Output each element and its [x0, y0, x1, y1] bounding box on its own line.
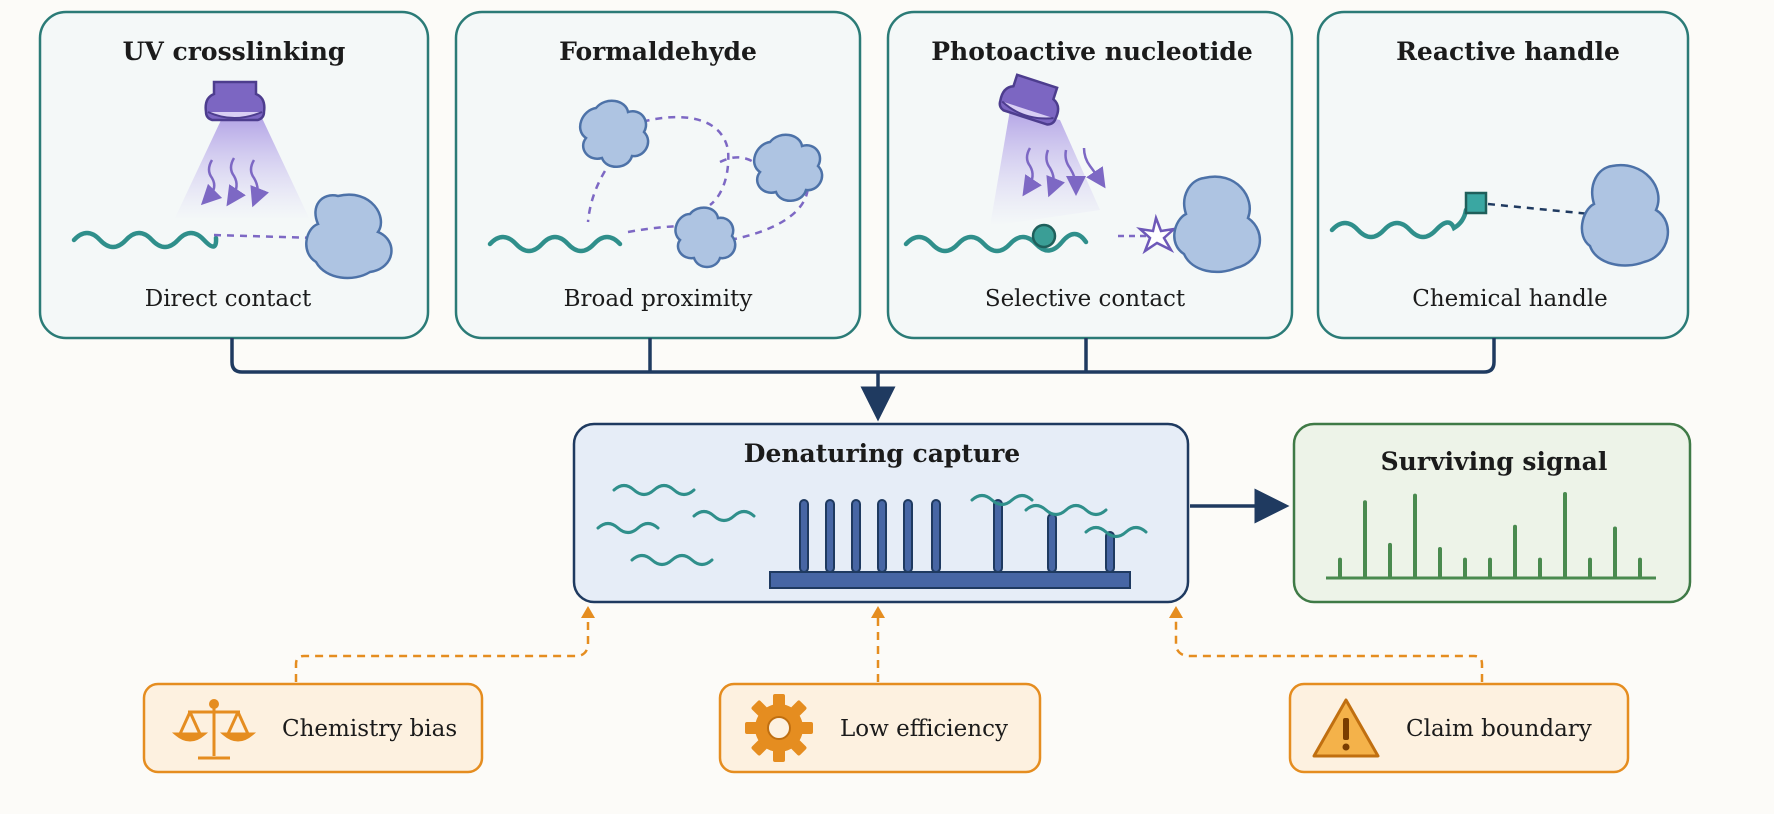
method-title: Reactive handle: [1396, 37, 1620, 66]
capture-bead-array: [769, 499, 1131, 589]
protein-network-icon: [578, 99, 824, 269]
caveat-arrows: [294, 616, 1484, 682]
method-photoactive-nucleotide: Photoactive nucleotide Selective contact: [886, 10, 1294, 340]
method-subtitle: Broad proximity: [564, 286, 753, 312]
rna-strand: [903, 231, 1089, 254]
method-subtitle: Selective contact: [985, 286, 1186, 312]
surviving-signal-box: Surviving signal: [1292, 422, 1692, 604]
method-subtitle: Direct contact: [145, 286, 312, 312]
nucleotide-dot: [1031, 223, 1057, 249]
caveat-label: Low efficiency: [840, 716, 1008, 742]
denaturing-capture-box: Denaturing capture: [572, 422, 1190, 604]
rna-strand: [487, 234, 623, 254]
method-reactive-handle: Reactive handle Chemical handle: [1316, 10, 1690, 340]
caveat-claim-boundary: Claim boundary: [1288, 682, 1630, 774]
caveat-chemistry-bias: Chemistry bias: [142, 682, 484, 774]
caveat-arrowheads: [581, 606, 1183, 618]
chemical-handle-icon: [1464, 191, 1488, 215]
rna-strand: [1329, 207, 1469, 240]
capture-title: Denaturing capture: [744, 439, 1020, 468]
caveat-label: Claim boundary: [1406, 716, 1592, 742]
method-subtitle: Chemical handle: [1412, 286, 1607, 312]
signal-title: Surviving signal: [1381, 447, 1608, 476]
protein-blob: [305, 193, 393, 280]
uv-lamp-icon: [990, 73, 1106, 226]
method-title: UV crosslinking: [123, 37, 346, 66]
method-title: Photoactive nucleotide: [931, 37, 1253, 66]
merge-connector: [230, 338, 1496, 422]
captured-rna-strands: [970, 494, 1148, 538]
protein-blob: [1580, 163, 1670, 267]
method-formaldehyde: Formaldehyde Broad proximity: [454, 10, 862, 340]
uv-lamp-icon: [174, 80, 310, 220]
balance-scale-icon: [171, 699, 257, 760]
signal-peaks: [1338, 492, 1642, 578]
method-uv-crosslinking: UV crosslinking Direct contact: [38, 10, 430, 340]
caveat-low-efficiency: Low efficiency: [718, 682, 1042, 774]
method-title: Formaldehyde: [559, 37, 757, 66]
free-rna-strands: [596, 484, 756, 566]
star-icon: [1136, 213, 1178, 255]
protein-blob: [1173, 175, 1262, 274]
rna-strand: [71, 230, 219, 250]
caveat-label: Chemistry bias: [282, 716, 457, 742]
gear-icon: [745, 694, 813, 762]
warning-triangle-icon: [1312, 698, 1380, 758]
